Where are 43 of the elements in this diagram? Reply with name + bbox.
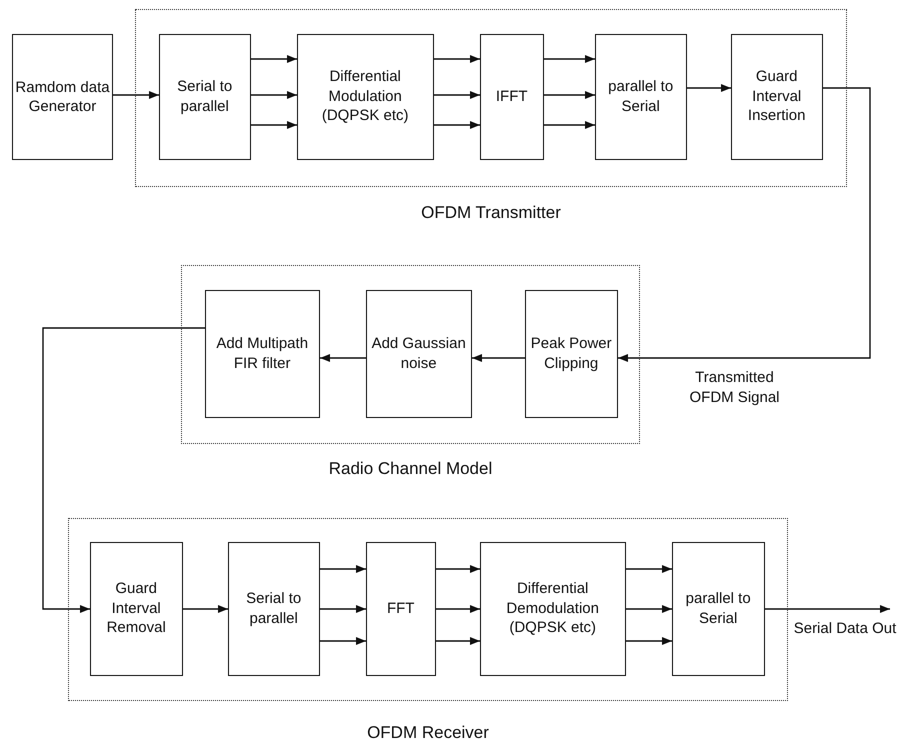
arrow (687, 84, 731, 92)
process-box: Add Gaussian noise (366, 290, 472, 418)
arrow (251, 91, 297, 99)
process-box: Differential Modulation (DQPSK etc) (296, 34, 434, 160)
arrow (320, 354, 366, 362)
process-box: FFT (366, 542, 436, 676)
arrow (320, 605, 366, 613)
process-box: Guard Interval Removal (90, 542, 183, 676)
arrow (436, 605, 480, 613)
process-box: Guard Interval Insertion (730, 34, 823, 160)
arrow (434, 91, 480, 99)
process-box: Add Multipath FIR filter (204, 290, 320, 418)
arrow (626, 605, 672, 613)
arrow (544, 121, 595, 129)
arrow (251, 55, 297, 63)
arrow (251, 121, 297, 129)
process-box: Ramdom data Generator (12, 34, 113, 160)
group-title: Radio Channel Model (328, 459, 494, 479)
process-box: IFFT (480, 34, 544, 160)
arrow (544, 55, 595, 63)
group-title: OFDM Receiver (366, 723, 490, 743)
arrow (472, 354, 525, 362)
arrow (436, 565, 480, 573)
arrow (436, 637, 480, 645)
arrow (765, 605, 890, 613)
process-box: Peak Power Clipping (524, 290, 618, 418)
arrow (113, 91, 159, 99)
process-box: Differential Demodulation (DQPSK etc) (480, 542, 626, 676)
process-box: Serial to parallel (228, 542, 320, 676)
arrow (183, 605, 228, 613)
process-box: Serial to parallel (158, 34, 251, 160)
process-box: parallel to Serial (594, 34, 687, 160)
arrow (434, 55, 480, 63)
process-box: parallel to Serial (672, 542, 765, 676)
arrow (42, 327, 205, 613)
arrow (626, 637, 672, 645)
arrow (544, 91, 595, 99)
arrow (626, 565, 672, 573)
arrow (320, 637, 366, 645)
arrow (434, 121, 480, 129)
group-title: OFDM Transmitter (420, 203, 562, 223)
arrow (320, 565, 366, 573)
arrow (618, 87, 871, 362)
